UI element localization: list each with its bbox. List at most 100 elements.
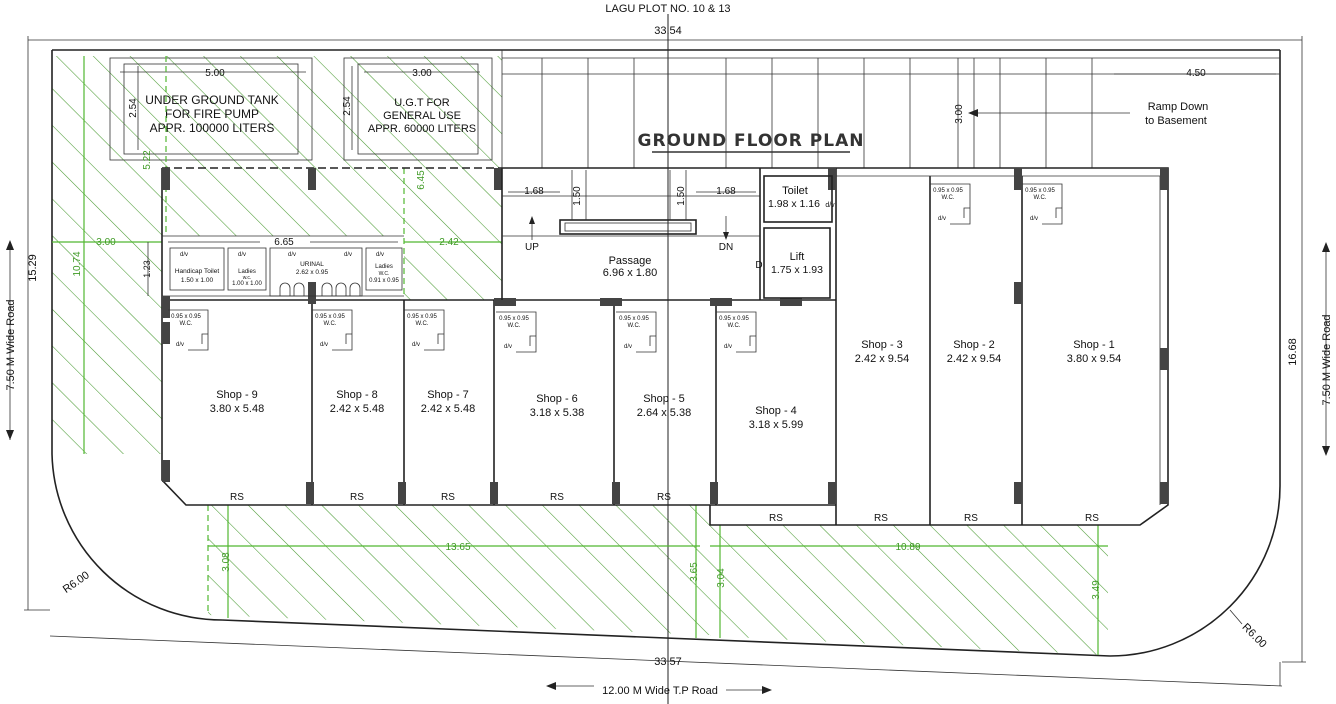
ladies-wc2-label: Ladies <box>375 264 393 270</box>
wc-size: 0.95 x 0.95 <box>719 316 749 322</box>
tb-dv-5: d/v <box>376 252 384 258</box>
shop-name: Shop - 7 <box>427 389 469 401</box>
front-depth-1: 3.08 <box>221 552 232 572</box>
fire-tank: 5.00 2.54 UNDER GROUND TANK FOR FIRE PUM… <box>109 57 313 161</box>
wc-unit: 0.95 x 0.95W.C.d/v <box>930 183 971 225</box>
column <box>1160 168 1168 190</box>
wc-unit: 0.95 x 0.95W.C.d/v <box>616 311 657 353</box>
rolling-shutter-label: RS <box>874 513 888 524</box>
rolling-shutter-label: RS <box>550 492 564 503</box>
stair-dn-label: DN <box>719 242 733 253</box>
passage-size: 6.96 x 1.80 <box>603 267 657 279</box>
urinal-fixture <box>349 282 361 296</box>
shop-size: 2.42 x 5.48 <box>330 403 384 415</box>
front-left-dimension: 13.65 <box>445 542 470 553</box>
rolling-shutter-label: RS <box>769 513 783 524</box>
toilet-block: 1.23 6.65 Handicap Toilet 1.50 x 1.00 La… <box>142 237 403 297</box>
front-depth-2: 3.65 <box>689 562 700 582</box>
column <box>306 482 314 504</box>
wc-size: 0.95 x 0.95 <box>315 314 345 320</box>
column <box>1160 348 1168 370</box>
urinal-fixture <box>335 282 347 296</box>
ramp-line1: Ramp Down <box>1148 101 1209 113</box>
site-boundary <box>51 49 1281 657</box>
column <box>162 460 170 482</box>
shop-wcs: 0.95 x 0.95W.C.d/v0.95 x 0.95W.C.d/v0.95… <box>168 183 1063 353</box>
wc-size: 0.95 x 0.95 <box>171 314 201 320</box>
column <box>828 482 836 504</box>
wc-wall <box>168 309 209 351</box>
toilet-dv: d/v <box>825 202 835 209</box>
column <box>308 168 316 190</box>
lift-size: 1.75 x 1.93 <box>771 264 823 276</box>
setback-lines: 10.74 5.22 6.45 3.00 2.42 13.65 10.89 3.… <box>52 56 1108 655</box>
wc-unit: 0.95 x 0.95W.C.d/v <box>404 309 445 351</box>
tb-dv-4: d/v <box>344 252 352 258</box>
column <box>162 168 170 190</box>
tank1-line2: FOR FIRE PUMP <box>165 107 259 121</box>
tank2-depth: 2.54 <box>342 96 353 116</box>
shop-name: Shop - 8 <box>336 389 378 401</box>
front-depth-4: 3.49 <box>1091 580 1102 600</box>
wc-dv: d/v <box>938 216 946 222</box>
wc-wall <box>312 309 353 351</box>
shop-size: 3.80 x 9.54 <box>1067 353 1121 365</box>
urinal-fixture <box>321 282 333 296</box>
column <box>398 482 406 504</box>
margin-left: 3.00 <box>96 237 116 248</box>
shop-name: Shop - 5 <box>643 393 685 405</box>
tank1-width: 5.00 <box>205 68 225 79</box>
wc-dv: d/v <box>412 342 420 348</box>
wc-door <box>649 335 656 346</box>
tank2-line1: U.G.T FOR <box>394 97 449 109</box>
wc-wall <box>616 311 657 353</box>
lift-label: Lift <box>790 251 805 263</box>
wc-label: W.C. <box>1034 195 1047 201</box>
column <box>600 298 622 306</box>
wc-label: W.C. <box>628 323 641 329</box>
wc-wall <box>930 183 971 225</box>
wc-label: W.C. <box>942 195 955 201</box>
margin-left-depth: 10.74 <box>72 251 83 276</box>
ramp-depth: 3.00 <box>954 104 965 124</box>
top-total-dimension: 33.54 <box>654 25 682 37</box>
left-radius-label: R6.00 <box>61 569 92 596</box>
shop-name: Shop - 3 <box>861 339 903 351</box>
shop-name: Shop - 2 <box>953 339 995 351</box>
shop-size: 2.42 x 9.54 <box>855 353 909 365</box>
column <box>710 298 732 306</box>
column <box>162 296 170 318</box>
right-road-label: 7.50 M Wide Road <box>1321 314 1333 405</box>
left-total-dimension: 15.29 <box>27 254 39 282</box>
wc-unit: 0.95 x 0.95W.C.d/v <box>168 309 209 351</box>
shop-name: Shop - 4 <box>755 405 797 417</box>
column <box>494 298 516 306</box>
hatched-open-spaces <box>52 56 1108 655</box>
wc-dv: d/v <box>504 344 512 350</box>
bottom-road-label: 12.00 M Wide T.P Road <box>602 685 718 697</box>
urinal-label: URINAL <box>300 261 324 268</box>
tank2-line2: GENERAL USE <box>383 110 461 122</box>
handicap-label: Handicap Toilet <box>175 268 220 275</box>
bottom-total-dimension: 33.57 <box>654 656 682 668</box>
wc-dv: d/v <box>724 344 732 350</box>
stair-width-2: 1.50 <box>676 186 687 206</box>
door-label: D <box>755 260 762 271</box>
front-right-dimension: 10.89 <box>895 542 920 553</box>
wc-size: 0.95 x 0.95 <box>499 316 529 322</box>
shop-size: 2.64 x 5.38 <box>637 407 691 419</box>
left-road-label: 7.50 M Wide Road <box>5 299 17 390</box>
wc-unit: 0.95 x 0.95W.C.d/v <box>716 311 757 353</box>
right-total-dimension: 16.68 <box>1287 338 1299 366</box>
ramp-area: 4.50 3.00 Ramp Down to Basement <box>501 50 1280 168</box>
rolling-shutter-label: RS <box>441 492 455 503</box>
plan-title: GROUND FLOOR PLAN <box>638 131 865 151</box>
right-radius-label: R6.00 <box>1239 621 1268 650</box>
tank1-line3: APPR. 100000 LITERS <box>150 121 275 135</box>
margin-top-mid: 6.45 <box>416 170 427 190</box>
